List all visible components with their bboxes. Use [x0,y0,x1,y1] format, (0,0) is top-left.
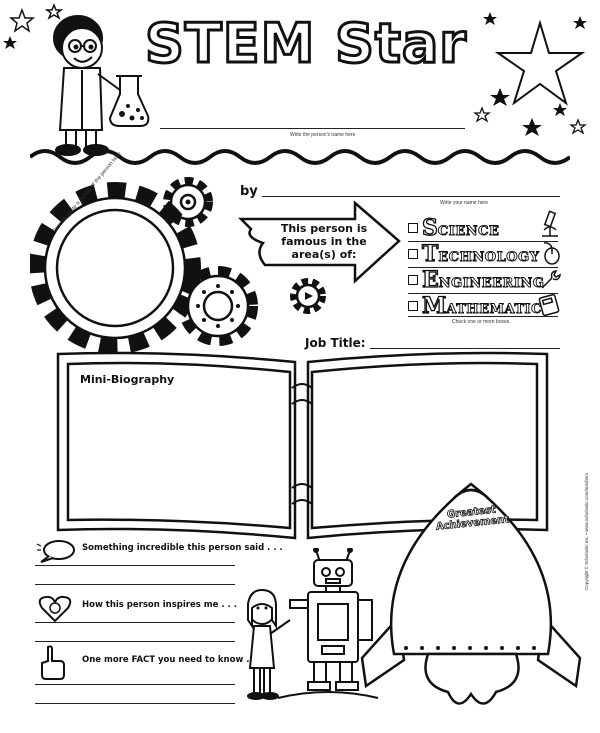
technology-initial: T [421,241,439,267]
fact-prompt: One more FACT you need to know . . . [82,655,262,665]
fact-answer-line-2[interactable] [35,703,235,704]
greatest-achievement-writing-area[interactable] [405,545,545,640]
person-name-hint: Write the person's name here [290,132,356,138]
copyright-text: Copyright © Scholastic Inc. • www.schola… [584,473,589,590]
mathematics-checkbox[interactable] [408,301,418,311]
inspires-answer-line-1[interactable] [35,622,235,623]
mini-biography-writing-area[interactable] [75,392,290,517]
wrench-icon [541,270,561,289]
arrow-line-2: famous in the [281,235,367,248]
calculator-icon [538,293,560,316]
inspires-answer-line-2[interactable] [35,641,235,642]
portrait-area[interactable] [63,210,167,314]
stars-right-decoration [473,12,587,136]
area-divider [408,316,558,317]
science-checkbox[interactable] [408,223,418,233]
by-label: by [240,184,258,199]
girl-and-robot-illustration [247,548,379,700]
technology-label: ECHNOLOGY [438,249,540,265]
area-science[interactable]: S CIENCE [408,215,500,241]
area-technology[interactable]: T ECHNOLOGY [408,241,540,267]
wavy-divider [30,149,570,165]
stars-left-decoration [3,2,64,49]
area-divider [408,241,558,242]
mini-biography-label: Mini-Biography [80,373,175,386]
arrow-shape [237,200,401,284]
page-title: STEM Star [144,11,468,77]
engineering-initial: E [421,267,439,293]
heart-icon [38,595,72,623]
area-divider [408,293,558,294]
job-title-label: Job Title: [305,336,366,350]
said-answer-line-2[interactable] [35,584,235,585]
arrow-line-1: This person is [280,222,368,235]
arrow-line-3: area(s) of: [291,248,357,261]
arrow-text: This person is famous in the area(s) of: [276,222,372,261]
engineering-checkbox[interactable] [408,275,418,285]
areas-hint: Check one or more boxes. [452,319,511,325]
pointing-finger-icon [41,645,65,680]
scientist-kid-illustration [53,15,150,156]
area-engineering[interactable]: E NGINEERING [408,267,545,293]
mathematics-label: ATHEMATICS [446,301,552,317]
rocket-illustration [360,482,582,705]
engineering-label: NGINEERING [438,275,545,291]
gears-illustration [30,177,326,354]
area-mathematics[interactable]: M ATHEMATICS [408,293,552,319]
book-illustration [56,351,549,540]
science-label: CIENCE [437,223,500,239]
author-name-line[interactable] [262,196,560,197]
technology-checkbox[interactable] [408,249,418,259]
speech-bubble-icon [36,540,75,563]
author-name-hint: Write your name here [440,200,488,206]
fact-answer-line-1[interactable] [35,684,235,685]
job-title-line[interactable] [370,348,560,349]
area-divider [408,267,558,268]
mathematics-initial: M [421,293,447,319]
microscope-icon [542,210,558,237]
said-prompt: Something incredible this person said . … [82,543,283,553]
computer-mouse-icon [543,242,560,265]
person-name-line[interactable] [160,128,465,129]
science-initial: S [421,215,438,241]
inspires-prompt: How this person inspires me . . . [82,600,237,610]
said-answer-line-1[interactable] [35,565,235,566]
